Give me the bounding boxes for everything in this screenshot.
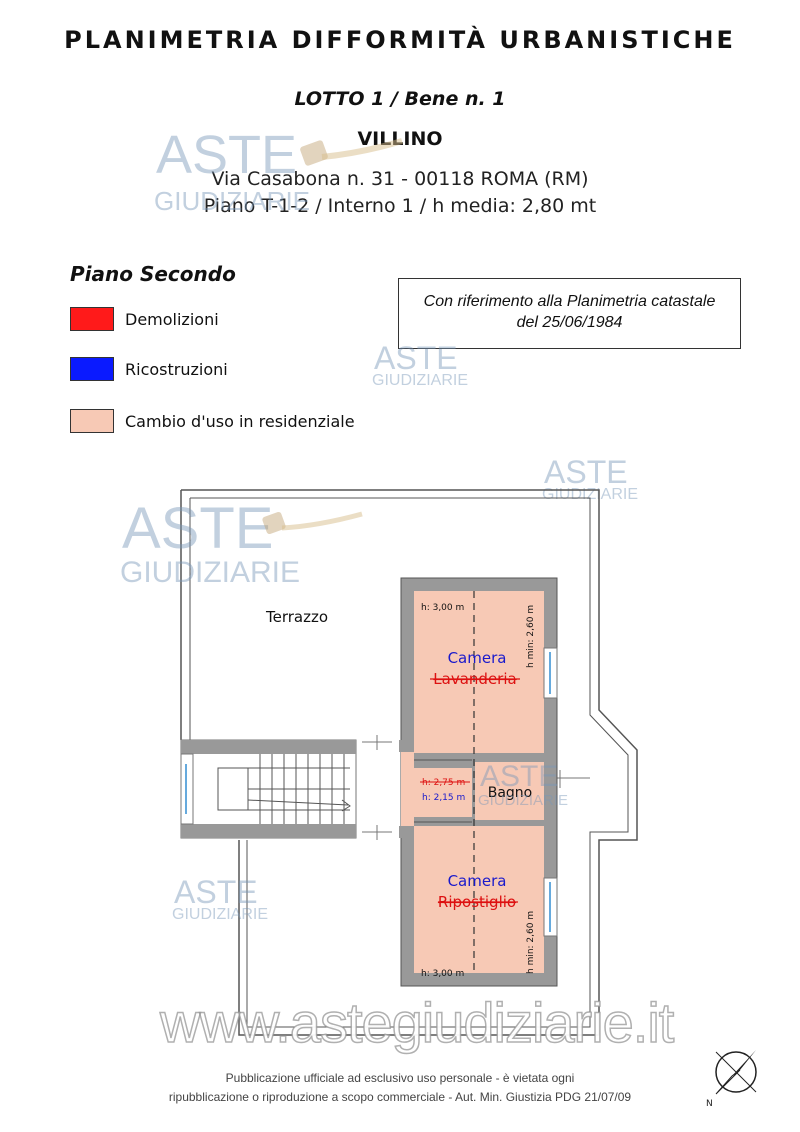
reference-note-line1: Con riferimento alla Planimetria catasta… <box>423 293 716 310</box>
watermark-brand-3: ASTE <box>544 454 628 490</box>
watermark-sub-2: GIUDIZIARIE <box>372 372 469 389</box>
bath-label: Bagno <box>488 785 533 801</box>
floor-plan: Terrazzo h: 3,00 m h: 3,00 m h min: 2,60… <box>180 489 638 1036</box>
watermark-brand-5: ASTE <box>480 760 559 793</box>
floor-label: Piano Secondo <box>70 262 236 286</box>
watermark-sub-5: GIUDIZIARIE <box>478 792 569 809</box>
address-line: Via Casabona n. 31 - 00118 ROMA (RM) <box>211 168 589 190</box>
stair-steps <box>247 754 351 824</box>
height-bottom: h: 3,00 m <box>421 969 464 979</box>
height-top: h: 3,00 m <box>421 603 464 613</box>
floors-line: Piano T-1-2 / Interno 1 / h media: 2,80 … <box>203 195 597 217</box>
watermark-brand-4: ASTE <box>122 496 274 561</box>
hmin-top: h min: 2,60 m <box>526 605 536 668</box>
hall-height-new: h: 2,15 m <box>422 793 465 803</box>
compass-icon: N <box>706 1050 757 1109</box>
gavel-icon <box>300 138 403 166</box>
hallway <box>414 768 472 817</box>
reference-note-line2: del 25/06/1984 <box>516 314 623 331</box>
legend-swatch-ricostruzioni <box>70 357 114 381</box>
room-camera-bottom <box>414 826 544 973</box>
legend-label-demolizioni: Demolizioni <box>125 310 219 329</box>
lotto-label: LOTTO 1 / Bene n. 1 <box>294 88 506 110</box>
watermark-sub-6: GIUDIZIARIE <box>172 906 269 923</box>
room-bagno <box>475 762 544 820</box>
reference-note: Con riferimento alla Planimetria catasta… <box>398 278 741 349</box>
room-camera-top <box>414 591 544 753</box>
compass-north-label: N <box>706 1099 713 1109</box>
room-bottom-new-use: Camera <box>448 872 507 890</box>
site-watermark: www.astegiudiziarie.it <box>159 990 675 1055</box>
legend-swatch-demolizioni <box>70 307 114 331</box>
terrace-outline <box>181 489 638 1036</box>
hall-height-old: h: 2,75 m <box>422 778 465 788</box>
gavel-icon-2 <box>262 511 363 535</box>
watermark-brand-6: ASTE <box>174 874 258 910</box>
watermark-sub-4: GIUDIZIARIE <box>120 556 301 589</box>
page-title: PLANIMETRIA DIFFORMITÀ URBANISTICHE <box>64 26 736 54</box>
terrace-label: Terrazzo <box>265 608 328 626</box>
room-top-new-use: Camera <box>448 649 507 667</box>
legend-label-ricostruzioni: Ricostruzioni <box>125 360 228 379</box>
hmin-bottom: h min: 2,60 m <box>526 911 536 974</box>
footer-line2: ripubblicazione o riproduzione a scopo c… <box>168 1090 632 1104</box>
legend-swatch-cambio-uso <box>70 409 114 433</box>
legend-label-cambio-uso: Cambio d'uso in residenziale <box>125 412 355 431</box>
watermark-brand: ASTE <box>156 125 298 185</box>
watermark-brand-2: ASTE <box>374 340 458 376</box>
footer-line1: Pubblicazione ufficiale ad esclusivo uso… <box>225 1071 575 1085</box>
watermark-sub: GIUDIZIARIE <box>154 186 311 216</box>
